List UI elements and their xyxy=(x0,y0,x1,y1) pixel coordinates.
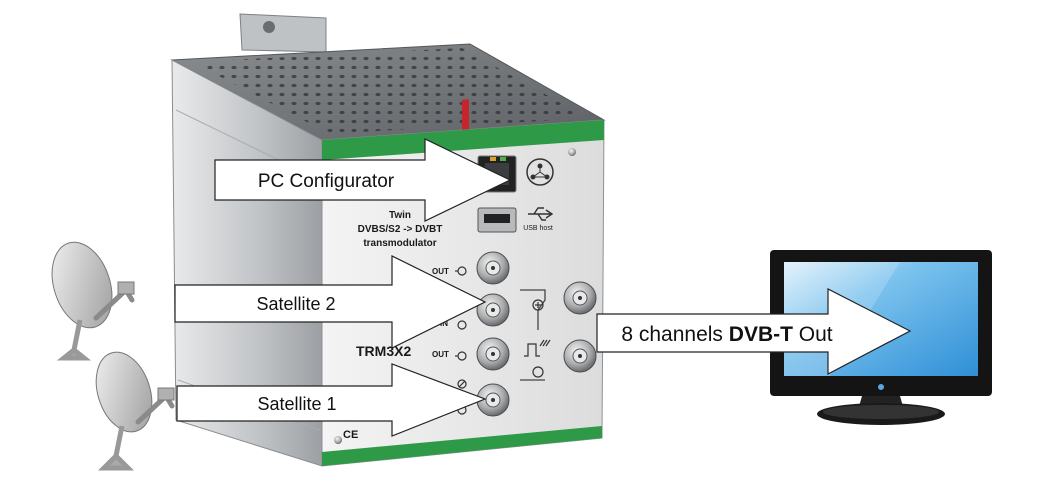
network-icon xyxy=(526,158,554,186)
label-dvbt-out: 8 channels DVB-T Out xyxy=(621,323,832,346)
device-model-label: TRM3X2 xyxy=(356,343,411,359)
f-connector-in-2 xyxy=(476,293,510,327)
f-connector-out-2 xyxy=(476,251,510,285)
f-connector-out-1 xyxy=(476,337,510,371)
device-red-strip xyxy=(462,99,469,130)
satellite-dish-2 xyxy=(51,241,135,361)
port-label-out-2: OUT xyxy=(432,267,449,276)
label-dvbt-out-suffix: Out xyxy=(793,323,833,346)
arrow-dvbt-out: 8 channels DVB-T Out xyxy=(596,288,912,375)
label-dvbt-out-bold: DVB-T xyxy=(729,323,793,346)
ce-mark: CE xyxy=(343,429,358,441)
arrow-satellite-2: Satellite 2 xyxy=(174,255,487,349)
device-text-line1: Twin xyxy=(389,210,411,221)
tv-power-led xyxy=(878,384,884,390)
device-green-band-top xyxy=(322,120,604,160)
label-satellite-2: Satellite 2 xyxy=(256,294,335,314)
usb-port xyxy=(477,207,517,233)
device-green-band-bottom xyxy=(322,426,602,466)
port-label-in-2: IN xyxy=(440,319,448,328)
mounting-bracket xyxy=(239,13,327,53)
label-dvbt-out-prefix: 8 channels xyxy=(621,323,728,346)
satellite-dish-1 xyxy=(95,351,175,471)
label-pc-configurator: PC Configurator xyxy=(258,171,395,192)
usb-host-label: USB host xyxy=(523,225,553,232)
label-satellite-1: Satellite 1 xyxy=(257,394,336,414)
device-text-line2: DVBS/S2 -> DVBT xyxy=(358,224,443,235)
arrow-pc-configurator: PC Configurator xyxy=(214,138,512,222)
f-connector-rf-out-a xyxy=(563,281,597,315)
usb-icon xyxy=(528,207,554,221)
device-text-line3: transmodulator xyxy=(363,238,436,249)
arrow-satellite-1: Satellite 1 xyxy=(176,363,487,437)
port-label-out-1: OUT xyxy=(432,350,449,359)
f-connector-rf-out-b xyxy=(563,339,597,373)
output-bracket xyxy=(520,289,546,381)
output-symbols xyxy=(524,299,551,378)
